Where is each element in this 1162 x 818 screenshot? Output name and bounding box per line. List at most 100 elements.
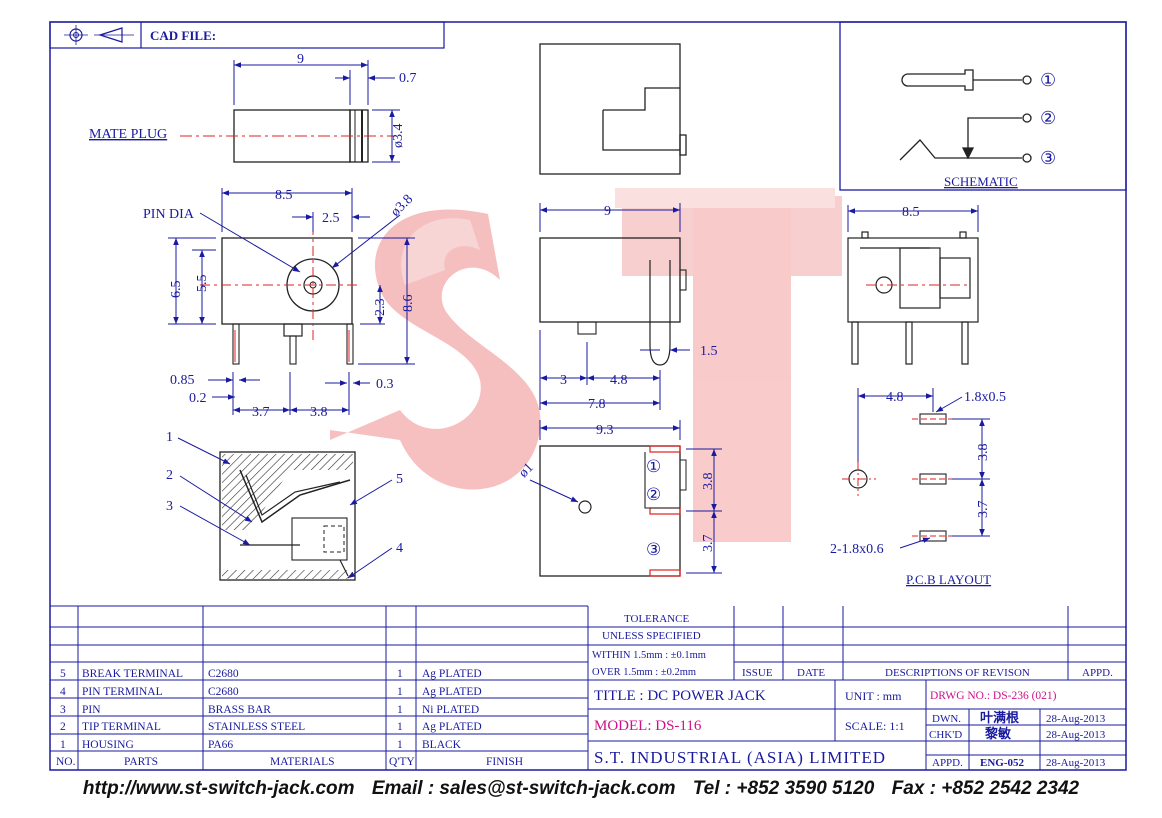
mate-plug-view — [180, 60, 400, 163]
bom-material: C2680 — [208, 686, 239, 698]
dim-pcb-3-8: 3.8 — [976, 444, 991, 462]
dim-pin-0-85: 0.85 — [170, 373, 195, 388]
schematic-title: SCHEMATIC — [944, 174, 1018, 189]
approved-by: ENG-052 — [980, 757, 1025, 769]
callout-3: 3 — [166, 499, 173, 514]
dim-pin-3-8: 3.8 — [310, 405, 328, 420]
dim-pcb-slot: 1.8x0.5 — [964, 390, 1006, 405]
dim-right-8-5: 8.5 — [902, 205, 920, 220]
dim-top-8-5: 8.5 — [275, 188, 293, 203]
pin-2-marker: ② — [646, 485, 661, 504]
callout-5: 5 — [396, 472, 403, 487]
bom-qty: 1 — [397, 668, 403, 680]
website-link[interactable]: http://www.st-switch-jack.com — [82, 778, 355, 799]
pcb-title: P.C.B LAYOUT — [906, 572, 991, 587]
bom-part: TIP TERMINAL — [82, 721, 161, 733]
bom-finish: Ag PLATED — [422, 721, 482, 733]
date-header: DATE — [797, 667, 825, 679]
approved-date: 28-Aug-2013 — [1046, 757, 1106, 769]
tolerance-title: TOLERANCE — [624, 613, 689, 625]
cad-file-label: CAD FILE: — [150, 28, 216, 43]
bom-header-no: NO. — [56, 756, 76, 768]
schematic-pin-2: ② — [1040, 108, 1056, 128]
bottom-view — [529, 420, 722, 577]
bom-material: PA66 — [208, 739, 233, 751]
scale-label: SCALE: 1:1 — [845, 719, 905, 733]
dim-plug-length: 9 — [297, 52, 304, 67]
schematic-pin-3: ③ — [1040, 148, 1056, 168]
dim-top-2-3: 2.3 — [373, 299, 388, 317]
tolerance-subtitle: UNLESS SPECIFIED — [602, 630, 701, 642]
dim-pin-0-3: 0.3 — [376, 377, 394, 392]
dim-front-4-8: 4.8 — [610, 373, 628, 388]
dim-top-2-5: 2.5 — [322, 211, 340, 226]
drawn-date: 28-Aug-2013 — [1046, 713, 1106, 725]
dim-pin-3-7: 3.7 — [252, 405, 270, 420]
tolerance-within: WITHIN 1.5mm : ±0.1mm — [592, 650, 706, 661]
bom-material: STAINLESS STEEL — [208, 721, 305, 733]
bom-no: 5 — [60, 668, 66, 680]
pin-1-marker: ① — [646, 457, 661, 476]
checked-label: CHK'D — [929, 729, 962, 741]
issue-header: ISSUE — [742, 667, 773, 679]
dim-top-d3-8: ø3.8 — [388, 192, 416, 220]
description-header: DESCRIPTIONS OF REVISON — [885, 667, 1030, 679]
pin-3-marker: ③ — [646, 540, 661, 559]
side-top-view — [539, 43, 687, 175]
bom-no: 1 — [60, 739, 66, 751]
bom-part: PIN TERMINAL — [82, 686, 163, 698]
callout-1: 1 — [166, 430, 173, 445]
footer-contact: http://www.st-switch-jack.com Email : sa… — [0, 778, 1162, 808]
dim-plug-dia: ø3.4 — [391, 124, 406, 149]
dim-pcb-4-8: 4.8 — [886, 390, 904, 405]
bom-qty: 1 — [397, 704, 403, 716]
bom-material: BRASS BAR — [208, 704, 271, 716]
callout-2: 2 — [166, 468, 173, 483]
title-block — [588, 606, 1126, 770]
drawn-by: 叶满根 — [980, 710, 1020, 725]
tolerance-over: OVER 1.5mm : ±0.2mm — [592, 667, 696, 678]
dim-bottom-3-7: 3.7 — [701, 535, 716, 553]
bom-finish: Ni PLATED — [422, 704, 479, 716]
dim-plug-tip: 0.7 — [399, 71, 417, 86]
dim-front-9: 9 — [604, 204, 611, 219]
bom-qty: 1 — [397, 721, 403, 733]
header-block: CAD FILE: — [49, 21, 445, 49]
top-view — [168, 188, 415, 415]
company-name: S.T. INDUSTRIAL (ASIA) LIMITED — [594, 748, 886, 767]
bom-part: BREAK TERMINAL — [82, 668, 183, 680]
bom-no: 4 — [60, 686, 66, 698]
section-view — [177, 437, 393, 581]
fax: Fax : +852 2542 2342 — [891, 778, 1080, 799]
st-watermark — [330, 188, 842, 542]
title-block-text: TOLERANCE UNLESS SPECIFIED WITHIN 1.5mm … — [592, 613, 1113, 769]
mate-plug-label: MATE PLUG — [89, 127, 167, 142]
dim-bottom-9-3: 9.3 — [596, 423, 614, 438]
schematic-box — [839, 21, 1127, 191]
drawn-label: DWN. — [932, 713, 961, 725]
bom-finish: Ag PLATED — [422, 668, 482, 680]
dim-pcb-3-7: 3.7 — [976, 501, 991, 519]
checked-by: 黎敏 — [985, 726, 1012, 741]
telephone: Tel : +852 3590 5120 — [692, 778, 875, 799]
bom-header-materials: MATERIALS — [270, 756, 335, 768]
dim-pcb-hole: 2-1.8x0.6 — [830, 542, 884, 557]
bom-header-finish: FINISH — [486, 756, 523, 768]
bom-qty: 1 — [397, 686, 403, 698]
approved-label: APPD. — [932, 757, 963, 769]
email-link[interactable]: Email : sales@st-switch-jack.com — [371, 778, 676, 799]
pin-dia-label: PIN DIA — [143, 207, 195, 222]
bom-header-parts: PARTS — [124, 756, 158, 768]
model-number: MODEL: DS-116 — [594, 718, 702, 734]
drawing-title: TITLE : DC POWER JACK — [594, 688, 766, 704]
approved-header: APPD. — [1082, 667, 1113, 679]
unit-label: UNIT : mm — [845, 689, 902, 703]
dim-top-8-6: 8.6 — [401, 295, 416, 313]
bom-table — [50, 605, 589, 770]
dim-front-1-5: 1.5 — [700, 344, 718, 359]
bom-material: C2680 — [208, 668, 239, 680]
bom-finish: Ag PLATED — [422, 686, 482, 698]
front-view — [539, 203, 690, 410]
dim-front-7-8: 7.8 — [588, 397, 606, 412]
